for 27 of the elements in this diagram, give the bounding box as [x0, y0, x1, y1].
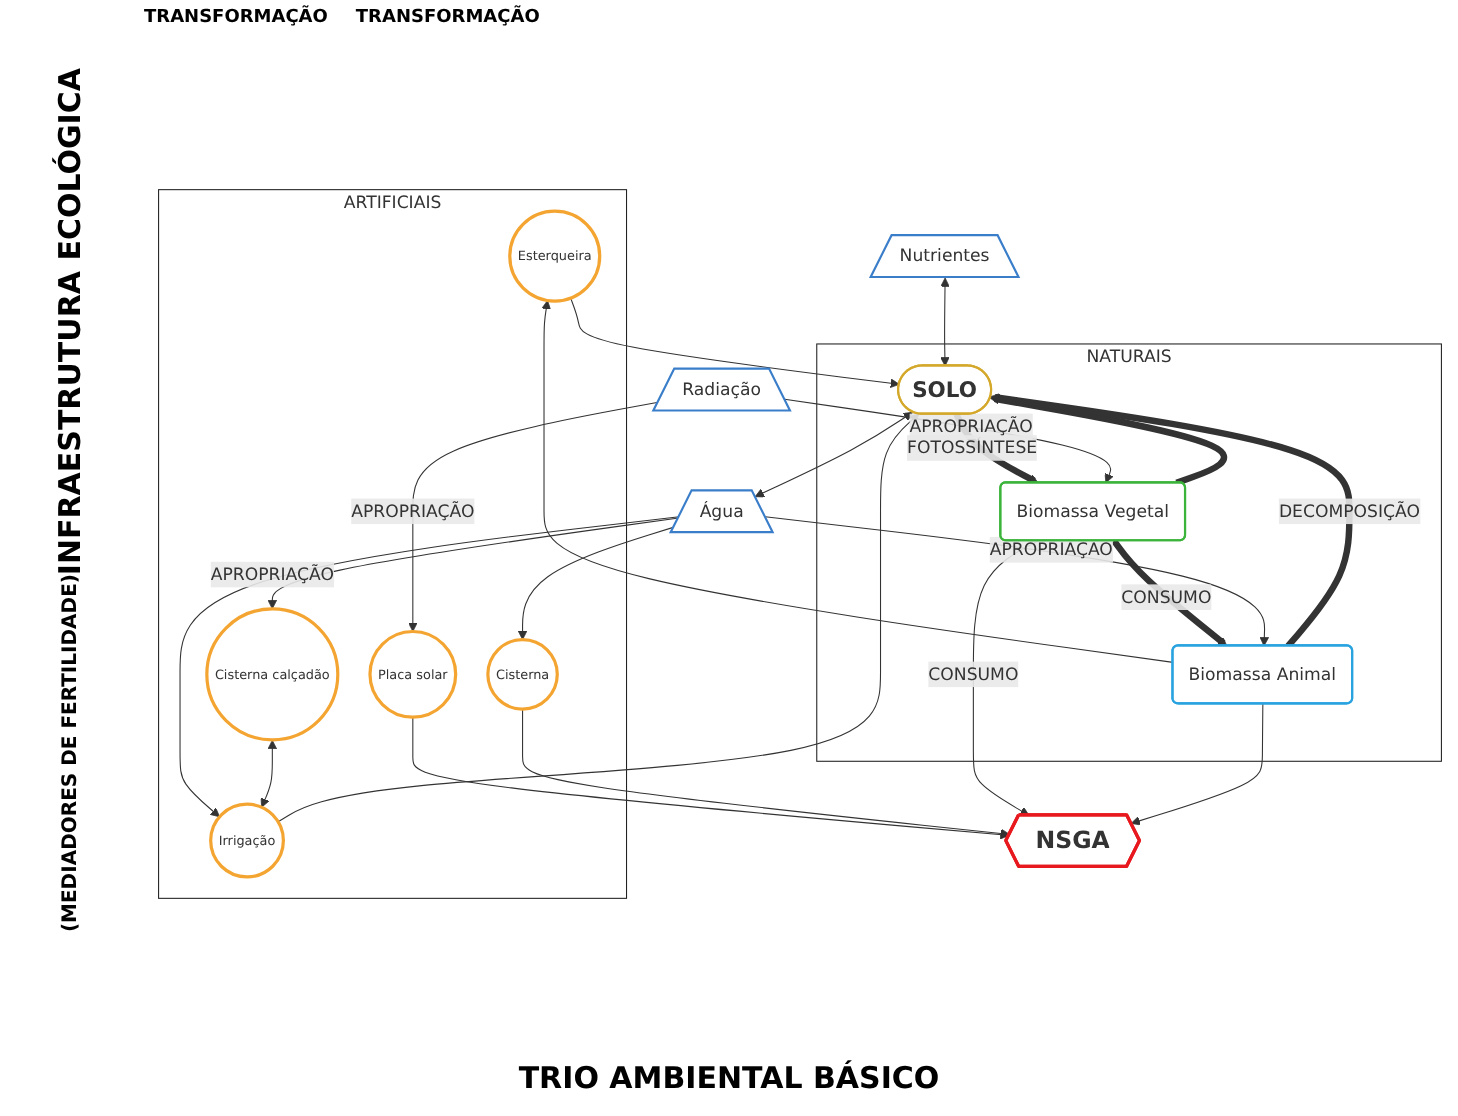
edge-label: CONSUMO [1121, 586, 1212, 607]
arrow [754, 411, 913, 498]
arrow [517, 526, 675, 641]
arrow [989, 394, 1227, 486]
side-subheading: (MEDIADORES DE FERTILIDADE) [59, 574, 81, 933]
arrow [412, 716, 1010, 840]
arrow [541, 300, 1174, 663]
edge-label: APROPRIAÇÃO [989, 539, 1113, 560]
arrow [990, 393, 1353, 649]
edge-label: APROPRIAÇÃO [351, 500, 475, 521]
arrow [1111, 538, 1228, 647]
side-heading: INFRAESTRUTURA ECOLÓGICA [52, 67, 88, 575]
edge-label: FOTOSSÍNTESE [907, 437, 1038, 458]
arrow [570, 297, 900, 388]
edge-label: APROPRIAÇÃO [909, 415, 1033, 436]
edge-label: DECOMPOSIÇÃO [1278, 500, 1420, 521]
arrow [522, 708, 1011, 839]
arrow [940, 277, 950, 367]
arrow [260, 739, 278, 808]
edge-label: CONSUMO [928, 663, 1019, 684]
arrow [408, 401, 659, 632]
edge-label: APROPRIAÇÃO [210, 563, 334, 585]
arrow [1130, 703, 1264, 826]
note-text: TRANSFORMAÇÃO [355, 8, 540, 28]
bottom-heading: TRIO AMBIENTAL BÁSICO [516, 1060, 942, 1096]
arrow [764, 516, 1269, 647]
note-text: TRANSFORMAÇÃO [144, 8, 328, 28]
